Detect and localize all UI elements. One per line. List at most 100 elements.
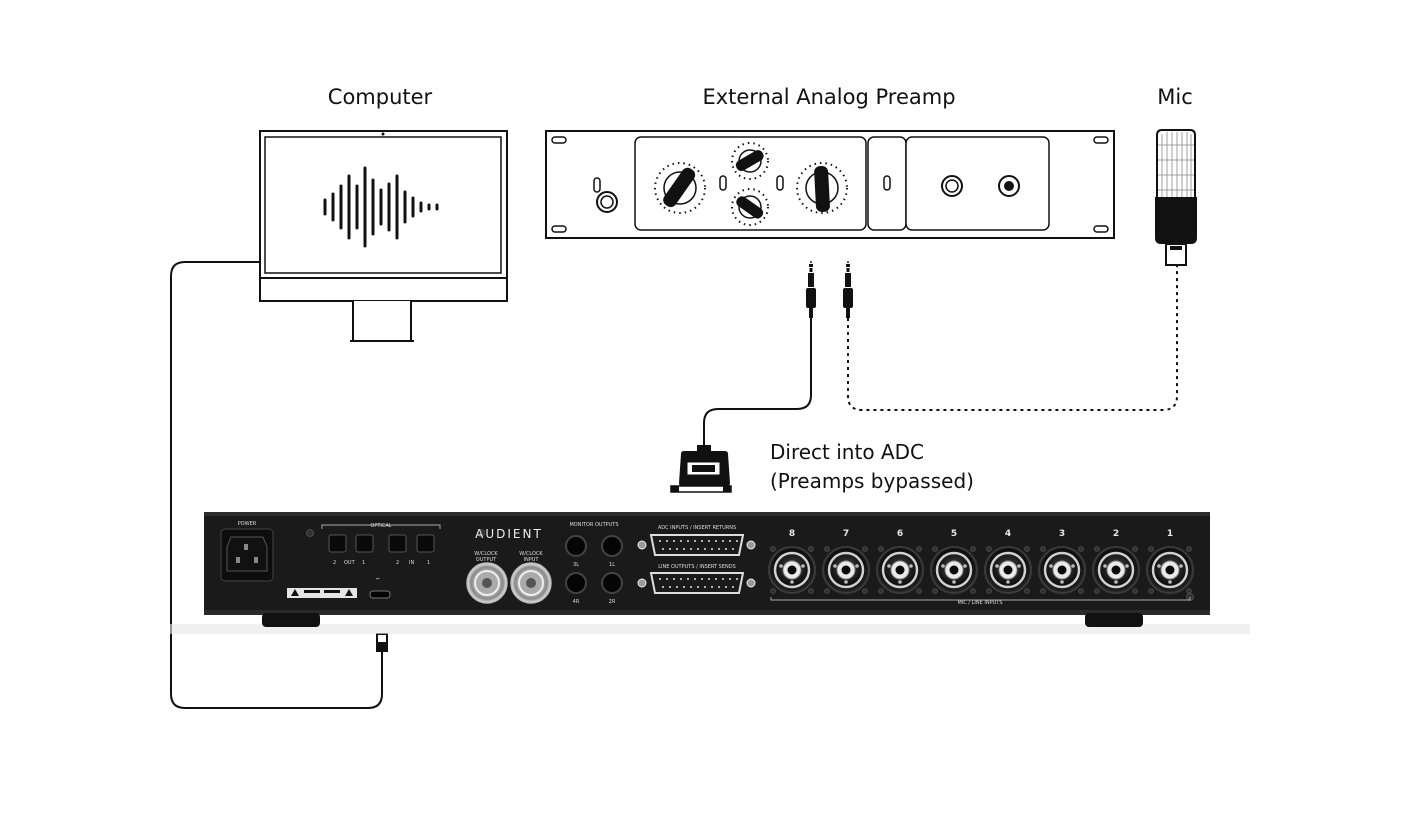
mount-screw — [1040, 588, 1046, 594]
mount-screw — [1024, 588, 1030, 594]
preamp-label: External Analog Preamp — [702, 85, 955, 109]
wclock-in-label: INPUT — [524, 557, 540, 563]
xlr-ring — [1151, 551, 1189, 589]
mount-screw — [1078, 546, 1084, 552]
xlr-pin — [801, 564, 805, 568]
mount-screw — [1132, 546, 1138, 552]
channel-number-label: 3 — [1059, 529, 1065, 539]
bnc-wclock-input — [510, 562, 552, 604]
monitor-1l-jack — [601, 535, 623, 557]
channel-number-label: 7 — [843, 529, 849, 539]
mount-screw — [1024, 546, 1030, 552]
xlr-ring — [1097, 551, 1135, 589]
xlr-pin — [855, 564, 859, 568]
xlr-combo-jack: 5 — [930, 529, 978, 594]
xlr-ring — [989, 551, 1027, 589]
trs-plug-left — [806, 260, 816, 318]
mic-cable — [847, 265, 1178, 411]
channel-number-label: 8 — [789, 529, 795, 539]
mount-screw — [986, 588, 992, 594]
monitor-label: 4R — [573, 599, 580, 605]
channel-number-label: 5 — [951, 529, 957, 539]
xlr-pin — [1114, 580, 1118, 584]
mount-screw — [1148, 588, 1154, 594]
xlr-pin — [1179, 564, 1183, 568]
xlr-pin — [779, 564, 783, 568]
xlr-pin — [1071, 564, 1075, 568]
dsub-connector — [670, 445, 732, 493]
mount-screw — [932, 546, 938, 552]
computer-label: Computer — [328, 85, 433, 109]
microphone-icon — [1155, 129, 1197, 266]
jack-hole — [1111, 565, 1121, 575]
jack-hole — [841, 565, 851, 575]
xlr-combo-jack: 6 — [876, 529, 924, 594]
mount-screw — [986, 546, 992, 552]
power-label: POWER — [238, 521, 257, 527]
usb-cable — [170, 261, 383, 709]
preamps-bypassed-label: (Preamps bypassed) — [770, 469, 974, 493]
mic-line-inputs-label: MIC / LINE INPUTS — [957, 600, 1002, 606]
wclock-out-label: W/CLOCK — [474, 551, 498, 557]
mount-screw — [1040, 546, 1046, 552]
line-outputs-label: LINE OUTPUTS / INSERT SENDS — [658, 564, 736, 570]
optical-num-label: 1 — [362, 560, 365, 566]
xlr-ring — [881, 551, 919, 589]
jack-hole — [1003, 565, 1013, 575]
monitor-label: 2R — [609, 599, 616, 605]
xlr-pin — [952, 580, 956, 584]
xlr-pin — [844, 580, 848, 584]
optical-in-1-port — [416, 534, 435, 553]
xlr-pin — [909, 564, 913, 568]
xlr-pin — [833, 564, 837, 568]
mount-screw — [770, 588, 776, 594]
optical-num-label: 1 — [427, 560, 430, 566]
mount-screw — [1148, 546, 1154, 552]
preamp-knob-3 — [731, 188, 769, 226]
optical-num-label: IN — [409, 560, 414, 566]
mount-screw — [770, 546, 776, 552]
monitor-label: 3L — [573, 562, 579, 568]
computer-monitor — [259, 130, 508, 342]
xlr-pin — [1049, 564, 1053, 568]
xlr-ring — [935, 551, 973, 589]
jack-hole — [1057, 565, 1067, 575]
xlr-combo-jack: 2 — [1092, 529, 1140, 594]
mount-screw — [1132, 588, 1138, 594]
mount-screw — [916, 588, 922, 594]
optical-num-label: 2 — [333, 560, 336, 566]
mount-screw — [808, 588, 814, 594]
monitor-label: 1L — [609, 562, 615, 568]
trs-plug-right — [843, 260, 853, 318]
mount-screw — [1186, 588, 1192, 594]
mount-screw — [970, 546, 976, 552]
mount-screw — [970, 588, 976, 594]
preamp-knob-2 — [731, 142, 769, 180]
xlr-pin — [898, 580, 902, 584]
monitor-4r-jack — [565, 572, 587, 594]
audient-logo: AUDIENT — [475, 527, 543, 541]
mount-screw — [1094, 546, 1100, 552]
mount-screw — [824, 588, 830, 594]
xlr-pin — [1168, 580, 1172, 584]
usb-c-plug — [376, 633, 388, 652]
channel-number-label: 4 — [1005, 529, 1011, 539]
mount-screw — [824, 546, 830, 552]
channel-number-label: 6 — [897, 529, 903, 539]
jack-hole — [895, 565, 905, 575]
xlr-combo-jack: 7 — [822, 529, 870, 594]
xlr-pin — [887, 564, 891, 568]
mount-screw — [1186, 546, 1192, 552]
mount-screw — [862, 588, 868, 594]
preamp-knob-4 — [796, 162, 848, 214]
wclock-in-label: W/CLOCK — [519, 551, 543, 557]
iec-power-socket — [220, 528, 274, 582]
xlr-combo-jack: 8 — [768, 529, 816, 594]
monitor-2r-jack — [601, 572, 623, 594]
monitor-outputs-label: MONITOR OUTPUTS — [569, 522, 618, 528]
waveform-icon — [323, 166, 439, 248]
optical-num-label: 2 — [396, 560, 399, 566]
optical-num-label: OUT — [344, 560, 356, 566]
